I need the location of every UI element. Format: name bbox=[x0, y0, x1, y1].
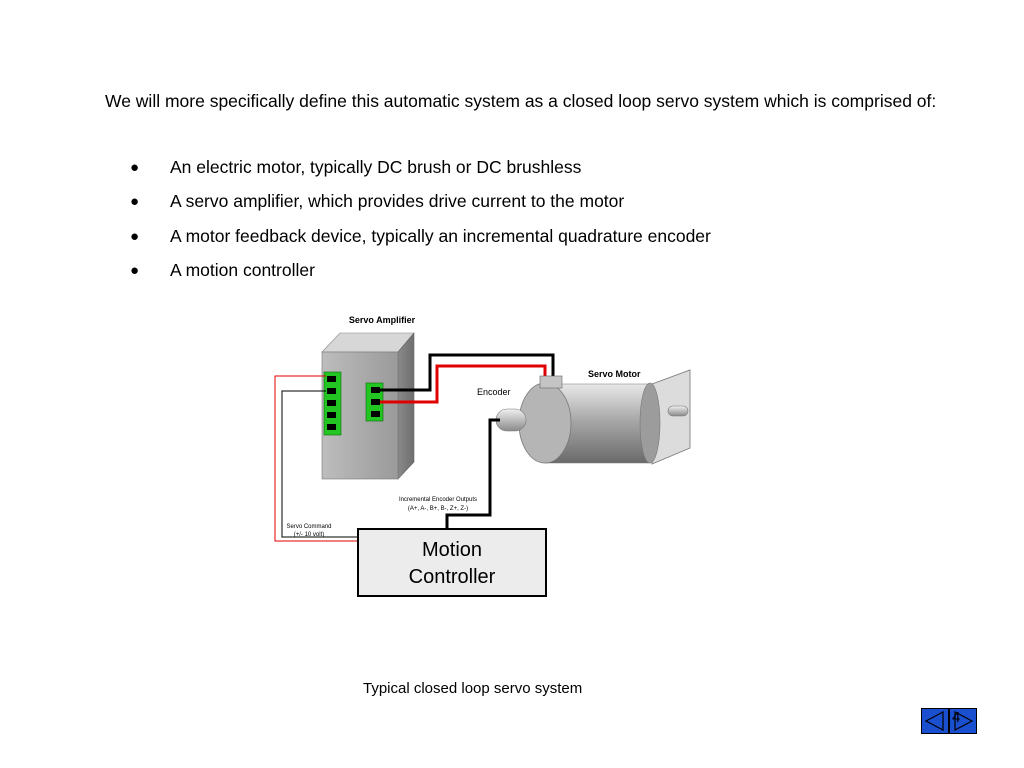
bullet-icon: ● bbox=[130, 227, 140, 245]
list-item: ● A servo amplifier, which provides drive… bbox=[130, 185, 711, 220]
servo-amplifier bbox=[321, 332, 415, 480]
bullet-icon: ● bbox=[130, 193, 140, 211]
encoder-feedback-wire bbox=[445, 418, 500, 528]
next-slide-button[interactable] bbox=[949, 708, 977, 734]
servo-command-wire-black bbox=[281, 390, 358, 538]
figure-caption: Typical closed loop servo system bbox=[363, 680, 583, 697]
list-item-text: A motion controller bbox=[170, 260, 315, 281]
prev-slide-button[interactable] bbox=[921, 708, 949, 734]
servo-command-label: Servo Command bbox=[286, 524, 331, 530]
motor-rear-cap bbox=[518, 382, 572, 464]
list-item-text: A motor feedback device, typically an in… bbox=[170, 225, 711, 246]
motion-controller-box bbox=[357, 528, 547, 597]
motor-connector bbox=[539, 375, 563, 389]
bullet-icon: ● bbox=[130, 262, 140, 280]
list-item: ● A motor feedback device, typically an i… bbox=[130, 219, 711, 254]
intro-paragraph: We will more specifically define this au… bbox=[105, 91, 937, 111]
arrow-left-icon bbox=[924, 711, 944, 731]
controller-label-line1: Motion bbox=[422, 539, 482, 561]
slide-navigation: 4 bbox=[921, 708, 977, 734]
servo-command-range: (+/- 10 volt) bbox=[294, 532, 325, 538]
list-item-text: An electric motor, typically DC brush or… bbox=[170, 156, 582, 177]
component-list: ● An electric motor, typically DC brush o… bbox=[130, 150, 711, 288]
encoder-label: Encoder bbox=[477, 387, 511, 397]
list-item: ● An electric motor, typically DC brush o… bbox=[130, 150, 711, 185]
motor-shaft bbox=[667, 405, 689, 417]
encoder-housing bbox=[495, 408, 527, 432]
bullet-icon: ● bbox=[130, 158, 140, 176]
amplifier-side bbox=[397, 332, 415, 480]
motor-power-wire-red bbox=[380, 364, 547, 404]
controller-label-line2: Controller bbox=[409, 566, 496, 588]
list-item-text: A servo amplifier, which provides drive … bbox=[170, 191, 625, 212]
list-item: ● A motion controller bbox=[130, 254, 711, 289]
encoder-outputs-signals: (A+, A-, B+, B-, Z+, Z-) bbox=[408, 506, 468, 512]
amplifier-label: Servo Amplifier bbox=[349, 315, 416, 325]
servo-motor bbox=[495, 369, 691, 465]
motor-power-wire-black bbox=[380, 353, 555, 392]
motor-label: Servo Motor bbox=[588, 369, 641, 379]
arrow-right-icon bbox=[954, 711, 974, 731]
servo-command-wire-red bbox=[274, 375, 358, 542]
encoder-outputs-label: Incremental Encoder Outputs bbox=[399, 497, 477, 503]
